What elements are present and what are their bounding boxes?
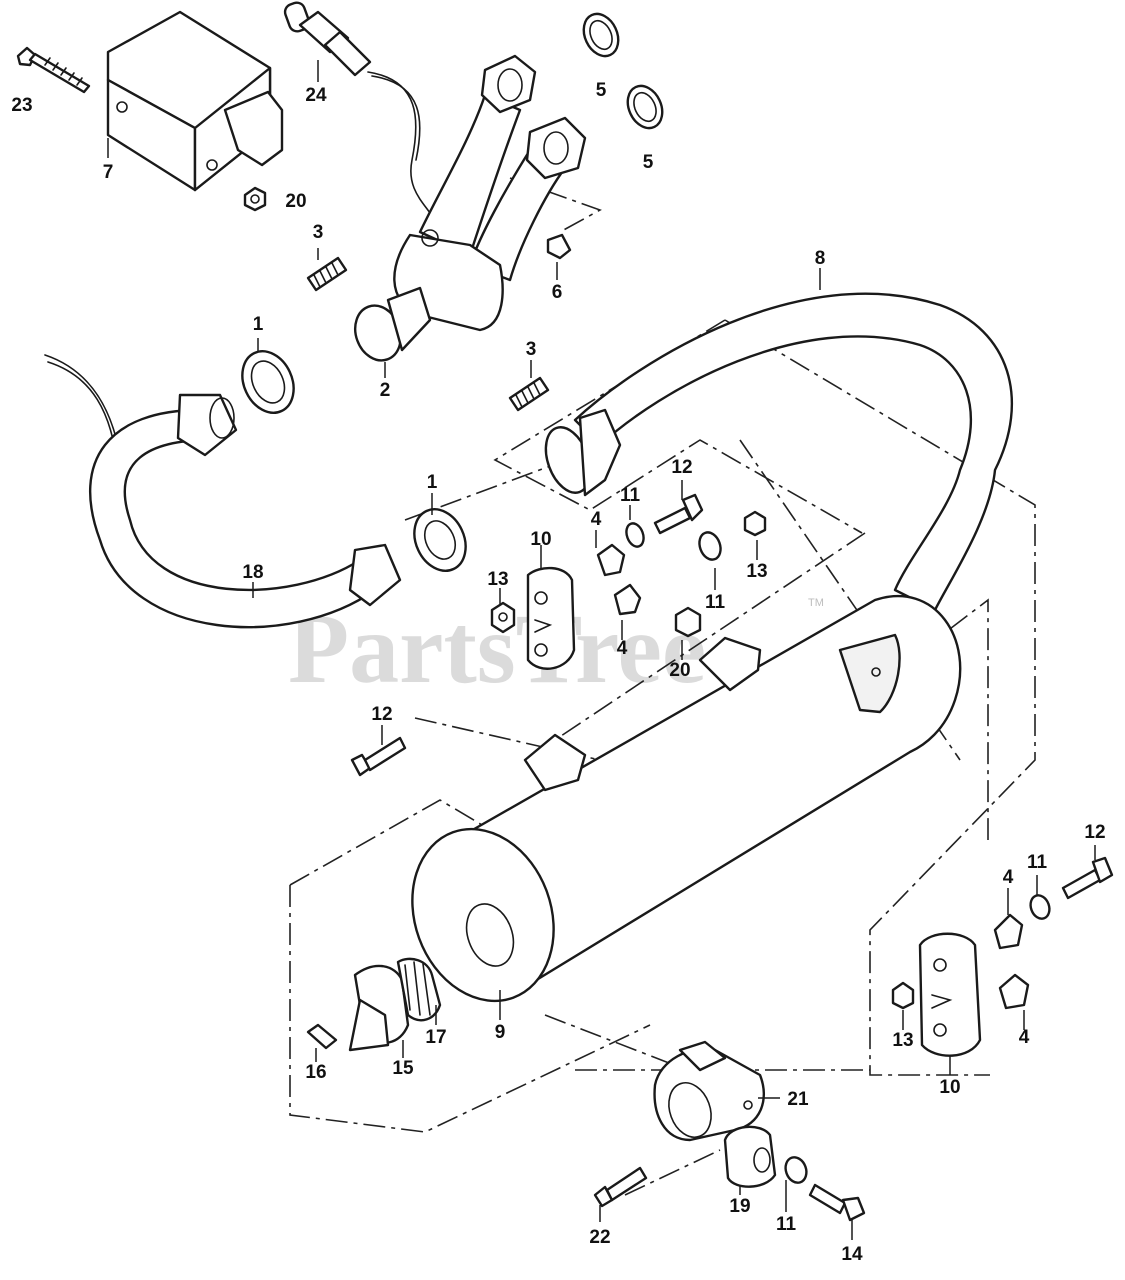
part-14-bolt[interactable] bbox=[808, 1183, 866, 1222]
part-13-nut-a[interactable] bbox=[743, 510, 767, 537]
part-4-bushing-b[interactable] bbox=[613, 583, 642, 616]
part-2-exhaust-header[interactable] bbox=[348, 54, 587, 367]
part-1-gasket-upper[interactable] bbox=[233, 343, 304, 421]
callout-4: 4 bbox=[1019, 1027, 1030, 1048]
part-5-gasket-upper[interactable] bbox=[577, 8, 625, 61]
callout-18: 18 bbox=[242, 562, 263, 583]
part-1-gasket-lower[interactable] bbox=[405, 501, 476, 579]
part-4-bushing-a[interactable] bbox=[596, 543, 626, 577]
callout-13: 13 bbox=[892, 1030, 913, 1051]
callout-23: 23 bbox=[11, 95, 32, 116]
callout-5: 5 bbox=[643, 152, 654, 173]
part-11-washer-a[interactable] bbox=[623, 521, 646, 549]
part-7-bracket[interactable] bbox=[106, 10, 284, 192]
callout-24: 24 bbox=[305, 85, 327, 106]
part-8-inlet-tube[interactable] bbox=[538, 292, 1014, 612]
part-11-washer-d[interactable] bbox=[782, 1154, 810, 1185]
callout-1: 1 bbox=[427, 472, 438, 493]
part-15-spark-arrestor[interactable] bbox=[348, 964, 410, 1052]
callout-12: 12 bbox=[371, 704, 392, 725]
callout-4: 4 bbox=[617, 638, 628, 659]
part-22-bolt[interactable] bbox=[593, 1166, 648, 1208]
callout-3: 3 bbox=[313, 222, 324, 243]
part-19-isolator[interactable] bbox=[723, 1125, 777, 1188]
callout-5: 5 bbox=[596, 80, 607, 101]
part-20-nut-upper[interactable] bbox=[243, 186, 267, 212]
callout-8: 8 bbox=[815, 248, 826, 269]
part-11-washer-b[interactable] bbox=[696, 529, 724, 562]
part-13-nut-b[interactable] bbox=[490, 601, 516, 634]
callout-6: 6 bbox=[552, 282, 563, 303]
callout-labels: 23 24 5 5 7 20 3 6 1 2 3 8 12 1 11 4 10 … bbox=[11, 80, 1105, 1265]
part-12-bolt-a[interactable] bbox=[653, 493, 704, 535]
part-5-gasket-lower[interactable] bbox=[621, 80, 669, 133]
part-21-bracket[interactable] bbox=[653, 1040, 765, 1143]
callout-17: 17 bbox=[425, 1027, 446, 1048]
callout-1: 1 bbox=[253, 314, 264, 335]
callout-12: 12 bbox=[671, 457, 692, 478]
callout-11: 11 bbox=[620, 485, 641, 506]
callout-12: 12 bbox=[1084, 822, 1105, 843]
part-16-screw[interactable] bbox=[306, 1023, 338, 1050]
part-12-bolt-c[interactable] bbox=[1061, 856, 1114, 900]
callout-19: 19 bbox=[729, 1196, 750, 1217]
callout-11: 11 bbox=[705, 592, 726, 613]
callout-7: 7 bbox=[103, 162, 114, 183]
part-6-cap[interactable] bbox=[546, 233, 572, 260]
callout-11: 11 bbox=[1027, 852, 1048, 873]
callout-2: 2 bbox=[380, 380, 391, 401]
part-9-muffler[interactable] bbox=[389, 594, 962, 1021]
part-12-bolt-b[interactable] bbox=[350, 736, 407, 777]
callout-20: 20 bbox=[669, 660, 690, 681]
part-10-rubber-mount-lower[interactable] bbox=[918, 932, 982, 1057]
part-4-bushing-d[interactable] bbox=[998, 973, 1030, 1010]
callout-10: 10 bbox=[530, 529, 551, 550]
part-11-washer-c[interactable] bbox=[1027, 893, 1052, 922]
callout-9: 9 bbox=[495, 1022, 506, 1043]
callout-13: 13 bbox=[746, 561, 767, 582]
part-18-exhaust-pipe[interactable] bbox=[44, 354, 402, 629]
part-3-spring-upper[interactable] bbox=[306, 256, 348, 292]
part-4-bushing-c[interactable] bbox=[993, 913, 1024, 950]
part-10-rubber-mount-upper[interactable] bbox=[526, 566, 576, 670]
callout-20: 20 bbox=[285, 191, 306, 212]
callout-21: 21 bbox=[787, 1089, 809, 1110]
part-17-screen[interactable] bbox=[396, 957, 442, 1022]
callout-11: 11 bbox=[776, 1214, 797, 1235]
callout-3: 3 bbox=[526, 339, 537, 360]
callout-14: 14 bbox=[841, 1244, 863, 1265]
callout-4: 4 bbox=[591, 509, 602, 530]
part-13-nut-c[interactable] bbox=[891, 981, 915, 1010]
callout-4: 4 bbox=[1003, 867, 1014, 888]
callout-16: 16 bbox=[305, 1062, 326, 1083]
part-23-bolt[interactable] bbox=[16, 46, 91, 94]
trademark: TM bbox=[808, 597, 824, 609]
callout-22: 22 bbox=[589, 1227, 610, 1248]
callout-13: 13 bbox=[487, 569, 508, 590]
leader-lines bbox=[107, 60, 1096, 1240]
part-20-nut-lower[interactable] bbox=[674, 606, 702, 638]
callout-15: 15 bbox=[392, 1058, 414, 1079]
part-3-spring-lower[interactable] bbox=[508, 376, 550, 412]
callout-10: 10 bbox=[939, 1077, 960, 1098]
